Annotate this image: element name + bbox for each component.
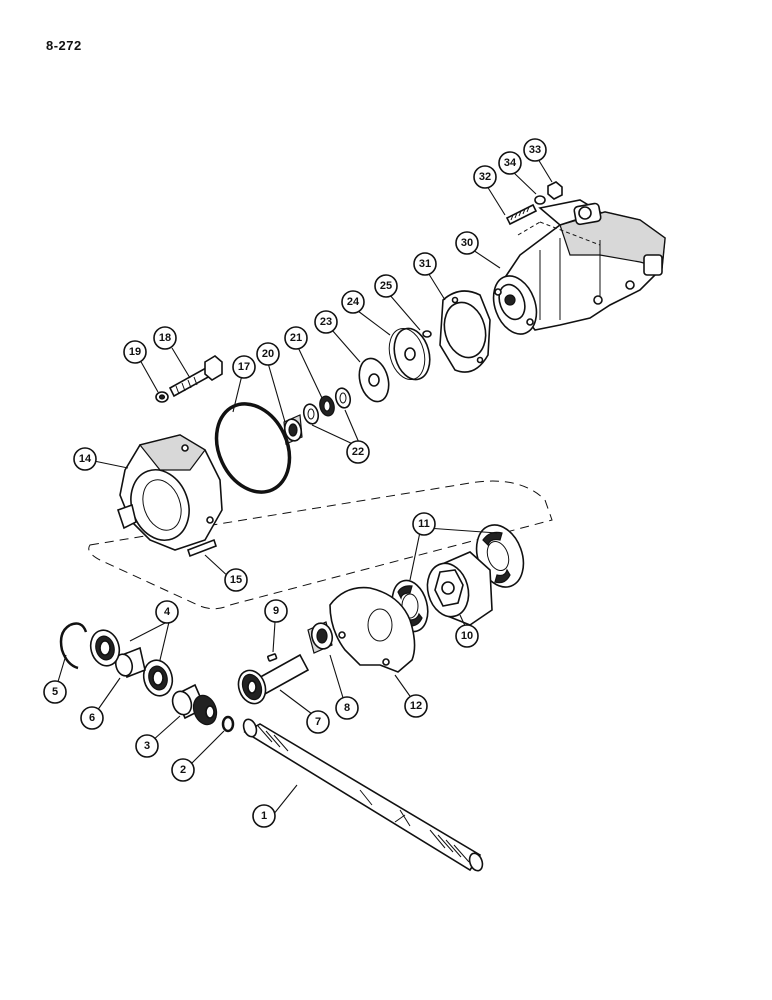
plate-23 [358,357,390,403]
svg-text:25: 25 [380,280,392,292]
svg-text:21: 21 [290,332,302,344]
callout-33: 33 [523,138,547,162]
svg-text:30: 30 [461,237,473,249]
callout-32: 32 [473,165,497,189]
svg-text:22: 22 [352,446,364,458]
callout-8: 8 [335,696,359,720]
svg-text:2: 2 [180,764,186,776]
svg-text:10: 10 [461,630,473,642]
callout-12: 12 [404,694,428,718]
washer-22a [334,387,352,409]
callout-21: 21 [284,326,308,350]
svg-text:6: 6 [89,712,95,724]
washer-22b [302,403,320,425]
callout-6: 6 [80,706,104,730]
gear-3 [171,683,218,726]
plate-24 [388,327,431,381]
svg-text:18: 18 [159,332,171,344]
callout-9: 9 [264,599,288,623]
callout-4: 4 [155,600,179,624]
svg-text:8: 8 [344,702,350,714]
svg-text:20: 20 [262,348,274,360]
o-ring-17 [214,402,292,494]
callout-10: 10 [455,624,479,648]
svg-text:4: 4 [164,606,171,618]
svg-text:12: 12 [410,700,422,712]
callout-30: 30 [455,231,479,255]
svg-text:14: 14 [79,453,92,465]
pin-25 [422,330,432,338]
svg-text:1: 1 [261,810,267,822]
callout-17: 17 [232,355,256,379]
page-number: 8-272 [46,38,82,53]
callout-18: 18 [153,326,177,350]
callout-25: 25 [374,274,398,298]
bolt-18 [168,355,223,398]
key-9 [267,653,278,662]
svg-text:23: 23 [320,316,332,328]
svg-text:32: 32 [479,171,491,183]
nut-33 [547,181,563,200]
svg-text:19: 19 [129,346,141,358]
callout-11: 11 [412,512,436,536]
housing-14 [116,434,223,551]
callout-31: 31 [413,252,437,276]
rotor-10 [426,551,493,626]
svg-text:17: 17 [238,361,250,373]
plate-12 [329,586,416,673]
shaft-1 [242,718,484,872]
seal-15 [186,538,218,558]
svg-text:7: 7 [315,716,321,728]
gear-7 [237,653,310,705]
svg-text:33: 33 [529,144,541,156]
callout-22: 22 [346,440,370,464]
callout-34: 34 [498,151,522,175]
callout-7: 7 [306,710,330,734]
svg-text:9: 9 [273,605,279,617]
snap-ring-2 [221,715,235,733]
bushing-8 [307,621,334,654]
callout-15: 15 [224,568,248,592]
svg-text:15: 15 [230,574,242,586]
washer-34 [534,195,546,205]
svg-text:5: 5 [52,686,58,698]
bearing-4-front [89,629,121,667]
svg-text:31: 31 [419,258,431,270]
callout-24: 24 [341,290,365,314]
leader-lines [56,158,553,816]
callout-19: 19 [123,340,147,364]
snap-ring-5 [59,623,79,670]
bearing-4-rear [142,659,174,697]
svg-text:24: 24 [347,296,360,308]
callout-23: 23 [314,310,338,334]
callout-14: 14 [73,447,97,471]
callout-20: 20 [256,342,280,366]
gasket-31 [439,290,491,373]
stud-32 [505,203,538,226]
svg-text:34: 34 [504,157,517,169]
callout-1: 1 [252,804,276,828]
callout-5: 5 [43,680,67,704]
callout-3: 3 [135,734,159,758]
callout-2: 2 [171,758,195,782]
svg-text:3: 3 [144,740,150,752]
pump-assembly [492,199,666,335]
svg-text:11: 11 [418,518,430,530]
spacer-6 [114,646,146,679]
dashed-group-boundary [88,480,553,610]
